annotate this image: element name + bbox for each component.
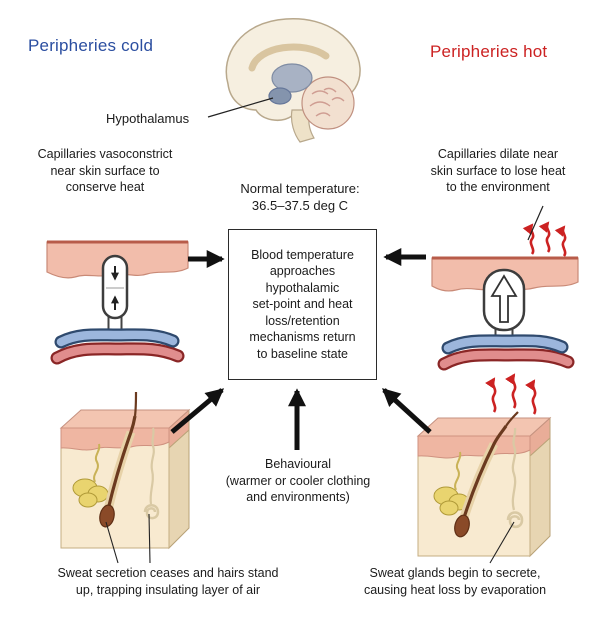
hair-standing [505,411,519,427]
sweat-cold-caption: Sweat secretion ceases and hairs stand u… [57,566,279,597]
hair-shaft [460,425,508,525]
epidermis [417,435,531,459]
brain-illustration [225,18,361,143]
thalamus [271,63,313,93]
heat-arrow-icon [522,223,535,255]
heat-arrow-icon [554,225,567,257]
peripheries-cold-heading: Peripheries cold [28,36,154,55]
hot-skin-illustration [416,373,552,558]
hair-standing [133,391,138,417]
vein-lumen [56,330,178,347]
sweat-gland [72,478,109,508]
artery-lumen [439,350,573,369]
hair-bulb [454,514,470,538]
vein-lumen [443,336,567,353]
blood-flow-arrow [490,274,518,323]
heat-arrow-icon [485,377,497,413]
cold-capillary-illustration [46,240,189,365]
cold-skin-illustration [59,391,191,550]
heat-arrow-icon [525,379,537,415]
peripheries-hot-heading: Peripheries hot [430,42,548,61]
corpus-callosum [248,43,330,72]
heat-arrow-icon [505,373,517,409]
capillaries-hot-caption: Capillaries dilate near skin surface to … [430,147,566,194]
heat-arrow-icon [538,221,551,253]
hair-shaft [105,415,137,515]
sweat-gland [433,486,470,516]
coil-duct [149,427,155,505]
constricted-capillary-loop [101,254,129,320]
normal-temperature-label: Normal temperature: 36.5–37.5 deg C [240,181,360,214]
capillaries-cold-caption: Capillaries vasoconstrict near skin surf… [37,147,173,194]
central-feedback-text: Blood temperature approaches hypothalami… [249,247,356,361]
sweat-duct [454,451,462,491]
artery-lumen [52,344,183,363]
sweat-duct [93,443,101,483]
hair-bulb [99,504,115,528]
behavioural-caption: Behavioural (warmer or cooler clothing a… [225,457,371,504]
sweat-coil [143,504,160,520]
heat-arrows-skin [485,373,537,415]
cerebellum-texture [309,87,345,117]
central-feedback-box: Blood temperature approaches hypothalami… [228,229,377,380]
heat-arrows-capillary [522,221,567,257]
skin-block-top [416,417,552,437]
epidermis [60,427,170,451]
hypothalamus-region [268,87,292,105]
cerebellum [301,76,355,130]
coil-duct [511,427,517,511]
hypothalamus-label: Hypothalamus [106,111,190,126]
skin-block-top [59,409,191,429]
sweat-coil [506,511,524,529]
sweat-hot-caption: Sweat glands begin to secrete, causing h… [363,566,547,597]
hot-capillary-illustration [431,221,579,371]
